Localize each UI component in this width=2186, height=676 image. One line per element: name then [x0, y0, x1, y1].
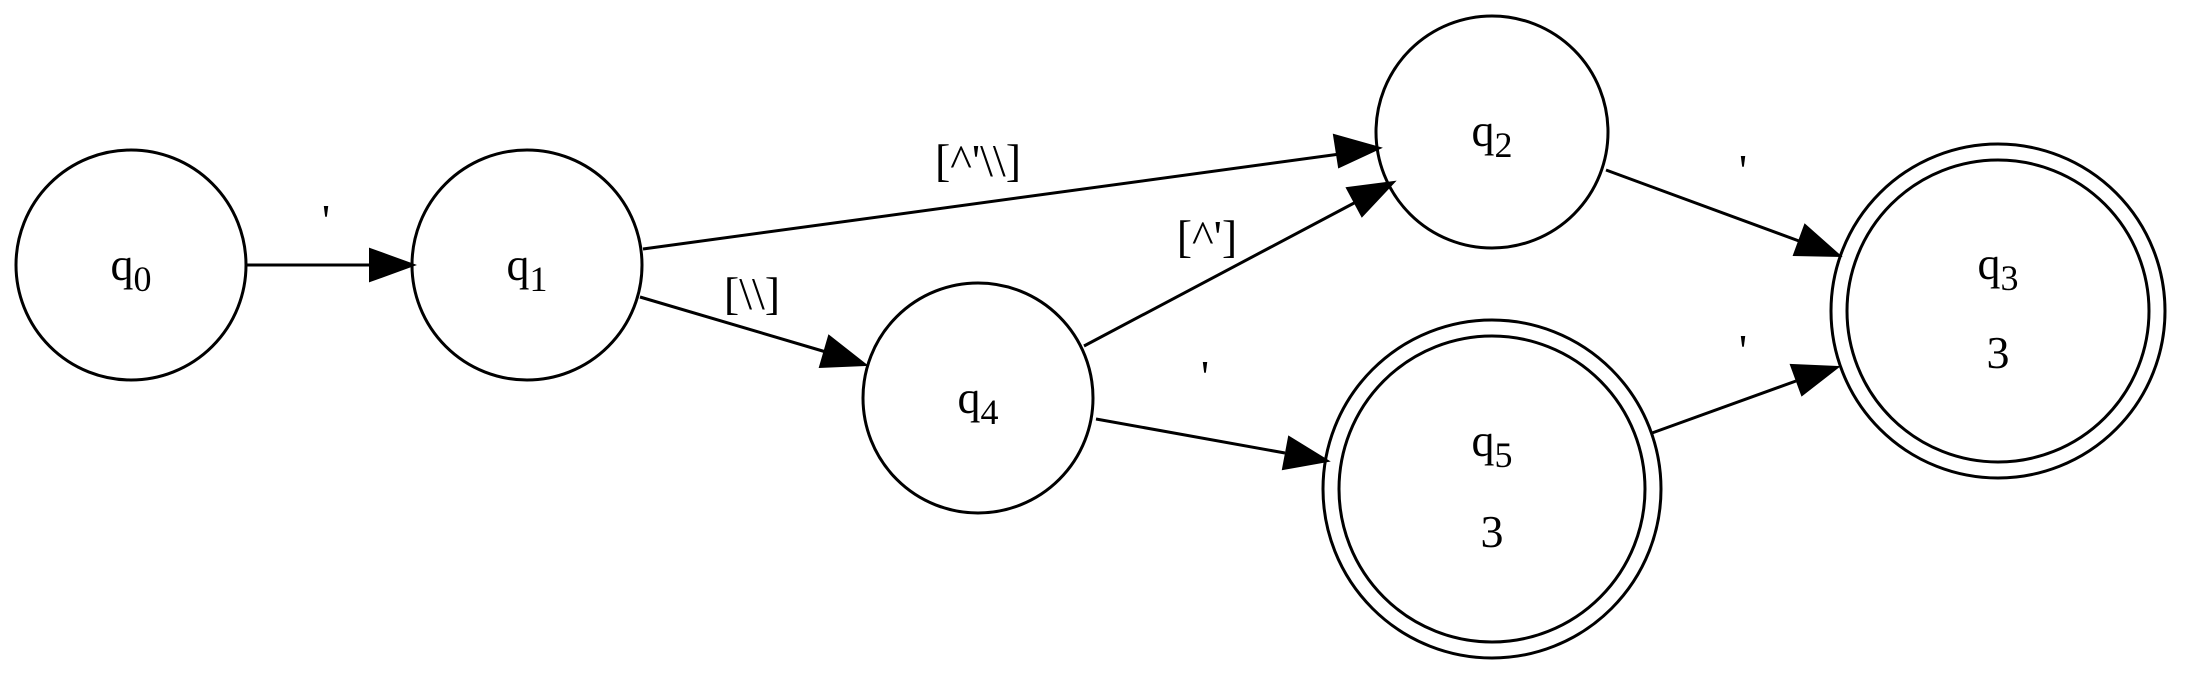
state-q5-value: 3	[1481, 506, 1504, 557]
state-q0-label: q0	[111, 239, 152, 299]
edge-q2-q3: '	[1605, 145, 1843, 258]
state-q0[interactable]: q0	[14, 148, 248, 382]
state-q5-label: q5	[1472, 415, 1513, 475]
state-q2[interactable]: q2	[1374, 14, 1610, 250]
state-q3[interactable]: q3 3	[1829, 142, 2167, 480]
edge-label-q1-q2: [^'\\]	[935, 135, 1021, 186]
edge-label-q4-q5: '	[1201, 351, 1209, 402]
edge-q4-q5: '	[1095, 351, 1331, 471]
edge-label-q4-q2: [^']	[1177, 211, 1238, 262]
edge-label-q0-q1: '	[322, 195, 330, 246]
edge-label-q2-q3: '	[1739, 145, 1747, 196]
state-q3-value: 3	[1987, 327, 2010, 378]
state-q1-label: q1	[507, 239, 548, 299]
edge-q1-q2: [^'\\]	[642, 133, 1383, 251]
state-q4-label: q4	[958, 372, 999, 432]
edge-q1-q4: [\\]	[639, 268, 869, 369]
edge-label-q5-q3: '	[1739, 325, 1747, 376]
state-q1[interactable]: q1	[410, 148, 644, 382]
edge-label-q1-q4: [\\]	[724, 268, 780, 319]
state-q5[interactable]: q5 3	[1321, 318, 1663, 660]
state-q2-label: q2	[1472, 105, 1513, 165]
state-q3-label: q3	[1978, 238, 2019, 298]
edge-q0-q1: '	[246, 195, 417, 283]
state-q4[interactable]: q4	[861, 281, 1095, 515]
edge-q5-q3: '	[1651, 325, 1841, 435]
edge-q4-q2: [^']	[1083, 180, 1397, 348]
